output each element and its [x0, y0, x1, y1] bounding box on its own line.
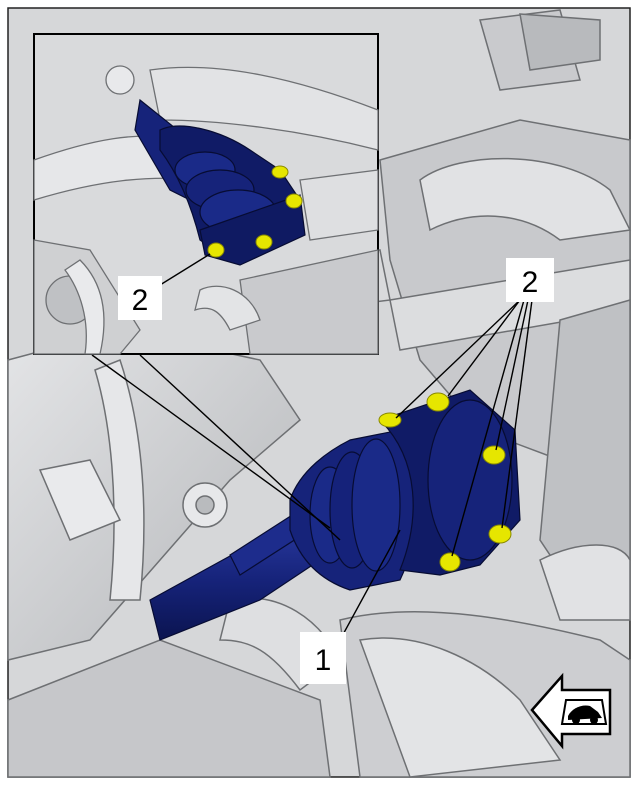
- svg-text:1: 1: [315, 644, 332, 677]
- bolt-left: [378, 412, 402, 428]
- callout-2-main: 2: [506, 258, 554, 302]
- callout-1: 1: [300, 632, 346, 684]
- inset-detail: [33, 33, 379, 355]
- bolt-top: [426, 392, 450, 412]
- bolt-right-lower: [488, 524, 512, 544]
- callout-2-inset: 2: [118, 276, 162, 320]
- svg-text:2: 2: [132, 284, 149, 317]
- svg-text:2: 2: [522, 266, 539, 299]
- bolt-right-upper: [482, 445, 506, 465]
- bolt-bottom: [439, 552, 461, 572]
- leader-lines: [91, 299, 533, 641]
- engine-background: [7, 9, 632, 778]
- flange-bolts: [378, 392, 512, 572]
- view-direction-car-icon: [530, 672, 612, 750]
